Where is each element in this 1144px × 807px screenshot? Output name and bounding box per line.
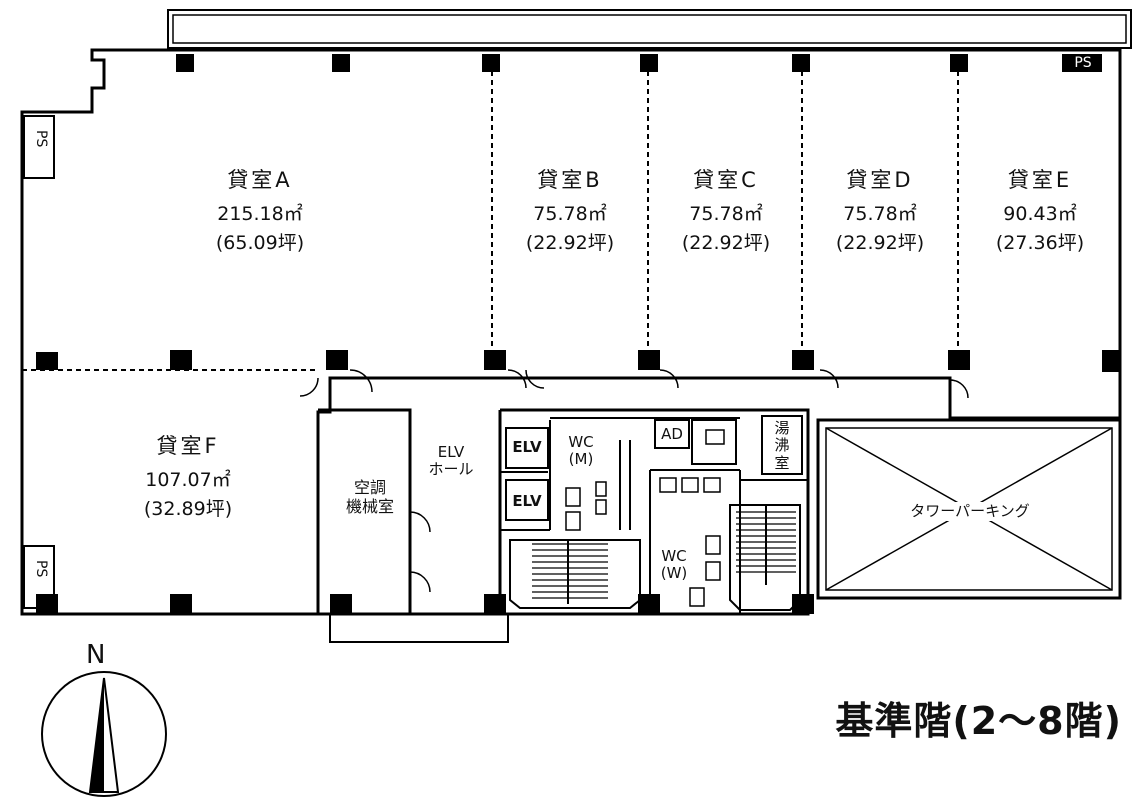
room-c-name: 貸室C xyxy=(693,168,759,192)
ps-label-left-bottom: PS xyxy=(33,560,49,578)
room-c: 貸室C 75.78㎡ (22.92坪) xyxy=(664,170,788,253)
room-a-name: 貸室A xyxy=(227,168,293,192)
room-b-tsubo: (22.92坪) xyxy=(525,232,615,254)
kuchou-label-1: 空調 xyxy=(353,478,386,497)
north-label: N xyxy=(86,640,106,670)
wc-women-label: WC (W) xyxy=(654,547,694,583)
room-d-area: 75.78㎡ xyxy=(843,203,917,225)
yuwakashi-label-1: 湯 xyxy=(774,419,790,437)
room-e: 貸室E 90.43㎡ (27.36坪) xyxy=(978,170,1102,253)
ad-label: AD xyxy=(661,425,683,443)
room-d-tsubo: (22.92坪) xyxy=(835,232,925,254)
wc-men-label: WC (M) xyxy=(558,433,604,469)
room-d: 貸室D 75.78㎡ (22.92坪) xyxy=(818,170,942,253)
room-b-area: 75.78㎡ xyxy=(533,203,607,225)
yuwakashi-label-3: 室 xyxy=(774,453,790,472)
room-a: 貸室A 215.18㎡ (65.09坪) xyxy=(200,170,320,253)
room-b-name: 貸室B xyxy=(537,168,603,192)
elevator-2: ELV xyxy=(512,492,542,510)
ps-label-top-right: PS xyxy=(1074,55,1092,71)
ps-label-left-top: PS xyxy=(33,130,49,148)
kuchou-label: 空調 機械室 xyxy=(330,478,410,516)
tower-parking-label: タワーパーキング xyxy=(870,502,1070,521)
wc-men-label-1: WC xyxy=(568,433,594,451)
wc-women-label-1: WC xyxy=(661,547,687,565)
floor-title: 基準階(2〜8階) xyxy=(835,699,1122,743)
elevator-1: ELV xyxy=(512,438,542,456)
room-c-area: 75.78㎡ xyxy=(689,203,763,225)
room-d-name: 貸室D xyxy=(846,168,914,192)
elv-hall-label-2: ホール xyxy=(428,460,474,479)
room-a-tsubo: (65.09坪) xyxy=(215,232,305,254)
room-b: 貸室B 75.78㎡ (22.92坪) xyxy=(508,170,632,253)
room-f-area: 107.07㎡ xyxy=(145,469,231,491)
elv-hall-label-1: ELV xyxy=(437,443,465,461)
yuwakashi-label: 湯 沸 室 xyxy=(764,419,800,472)
room-f-name: 貸室F xyxy=(156,434,220,458)
room-e-tsubo: (27.36坪) xyxy=(995,232,1085,254)
kuchou-label-2: 機械室 xyxy=(345,497,394,517)
room-a-area: 215.18㎡ xyxy=(217,203,303,225)
room-f: 貸室F 107.07㎡ (32.89坪) xyxy=(128,436,248,519)
wc-men-label-2: (M) xyxy=(568,450,594,469)
elv-hall-label: ELV ホール xyxy=(426,443,476,479)
room-c-tsubo: (22.92坪) xyxy=(681,232,771,254)
yuwakashi-label-2: 沸 xyxy=(774,436,790,455)
room-e-area: 90.43㎡ xyxy=(1003,203,1077,225)
room-e-name: 貸室E xyxy=(1007,168,1073,192)
wc-women-label-2: (W) xyxy=(660,564,688,583)
room-f-tsubo: (32.89坪) xyxy=(143,498,233,520)
